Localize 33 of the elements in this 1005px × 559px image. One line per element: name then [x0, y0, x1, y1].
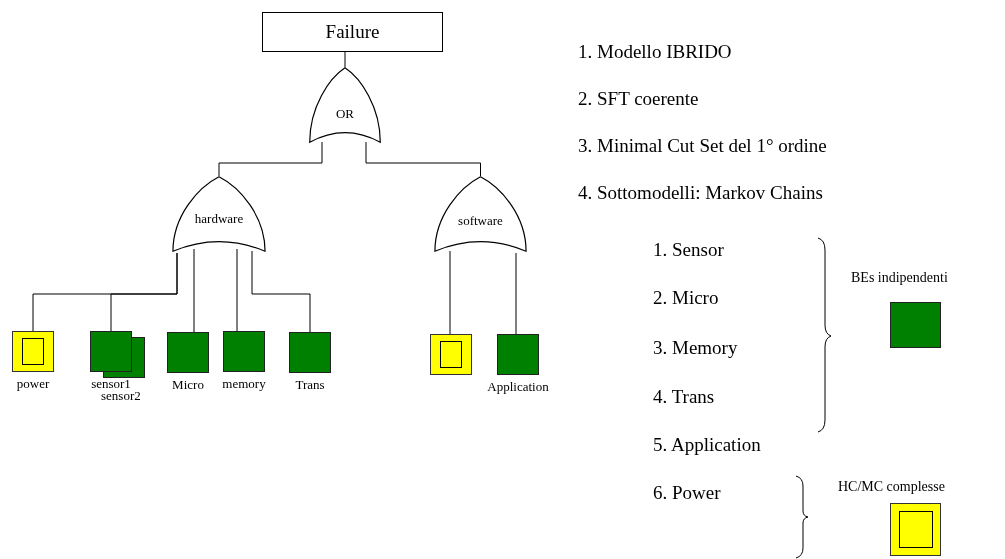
- list-item: 4. Sottomodelli: Markov Chains: [578, 181, 823, 205]
- list-item: 1. Modello IBRIDO: [578, 40, 732, 64]
- list-item: 3. Minimal Cut Set del 1° ordine: [578, 134, 827, 158]
- event-label: Trans: [295, 378, 325, 391]
- connector-line: [515, 252, 517, 335]
- list-item: 2. SFT coerente: [578, 87, 699, 111]
- list-item: 1. Sensor: [653, 238, 724, 262]
- basic-event-square: [430, 334, 472, 375]
- gate-label: hardware: [193, 212, 245, 225]
- connector-line: [344, 51, 346, 68]
- event-box: Failure: [262, 12, 443, 52]
- legend-label: BEs indipendenti: [851, 271, 948, 285]
- list-item: 2. Micro: [653, 286, 719, 310]
- legend-label: HC/MC complesse: [838, 480, 945, 494]
- gate-label: software: [457, 214, 504, 227]
- event-label: Application: [487, 380, 549, 393]
- list-item: 3. Memory: [653, 336, 738, 360]
- connector-line: [236, 248, 238, 332]
- event-label: sensor1: [91, 377, 131, 390]
- connector-line: [110, 252, 178, 332]
- connector-line: [449, 250, 451, 335]
- event-label: power: [16, 377, 50, 390]
- list-item: 4. Trans: [653, 385, 715, 409]
- gate-label: OR: [334, 107, 356, 120]
- list-item: 6. Power: [653, 481, 721, 505]
- connector-line: [193, 248, 195, 333]
- event-label: memory: [222, 377, 266, 390]
- list-item: 5. Application: [653, 433, 761, 457]
- connector-line: [365, 141, 481, 177]
- event-label: sensor2: [101, 389, 141, 402]
- event-label: Micro: [172, 378, 204, 391]
- connector-line: [218, 141, 323, 177]
- connector-line: [251, 250, 311, 333]
